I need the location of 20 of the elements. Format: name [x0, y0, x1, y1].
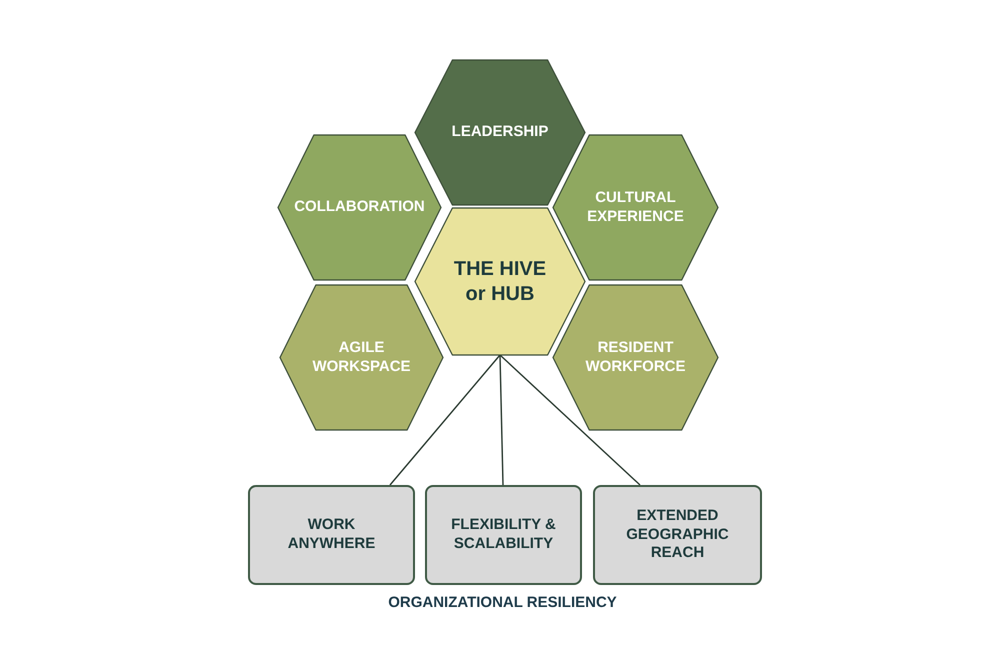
connector-line — [499, 354, 504, 486]
node-label: RESIDENT WORKFORCE — [584, 338, 686, 376]
node-label: WORK ANYWHERE — [286, 516, 376, 554]
node-label: FLEXIBILITY & SCALABILITY — [450, 516, 557, 554]
node-label: AGILE WORKSPACE — [311, 338, 412, 376]
rounded-box — [593, 485, 762, 585]
hexagon-tile — [553, 135, 718, 280]
node-label: EXTENDED GEOGRAPHIC REACH — [625, 506, 730, 564]
connector-line — [389, 354, 501, 486]
hexagon-tile — [280, 285, 443, 430]
hexagon-tile — [553, 285, 718, 430]
node-label: COLLABORATION — [294, 198, 425, 217]
rounded-box — [248, 485, 415, 585]
rounded-box — [425, 485, 582, 585]
node-label: THE HIVE or HUB — [452, 256, 548, 306]
connector-line — [500, 354, 640, 486]
node-label: LEADERSHIP — [452, 123, 548, 142]
hexagon-tile — [278, 135, 441, 280]
node-label: CULTURAL EXPERIENCE — [586, 188, 685, 226]
caption-text: ORGANIZATIONAL RESILIENCY — [387, 594, 618, 611]
